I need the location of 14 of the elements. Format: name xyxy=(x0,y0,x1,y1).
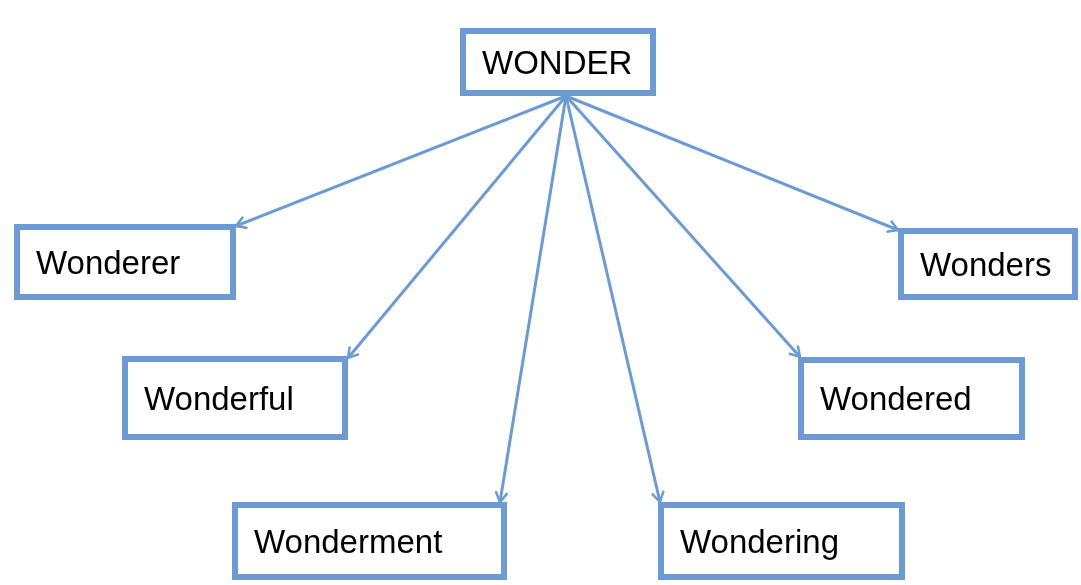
word-box xyxy=(232,502,507,580)
word-box xyxy=(460,28,656,96)
word-label: Wonders xyxy=(920,247,1052,281)
word-label: Wonderful xyxy=(144,381,294,415)
word-box xyxy=(658,502,905,580)
word-label: Wonderer xyxy=(36,245,181,279)
word-label: WONDER xyxy=(482,45,633,79)
word-box xyxy=(122,356,348,440)
word-label: Wondering xyxy=(680,524,839,558)
word-label: Wonderment xyxy=(254,524,443,558)
word-box xyxy=(798,357,1025,440)
word-label: Wondered xyxy=(820,382,972,415)
word-box xyxy=(898,228,1078,300)
word-box xyxy=(14,224,236,300)
